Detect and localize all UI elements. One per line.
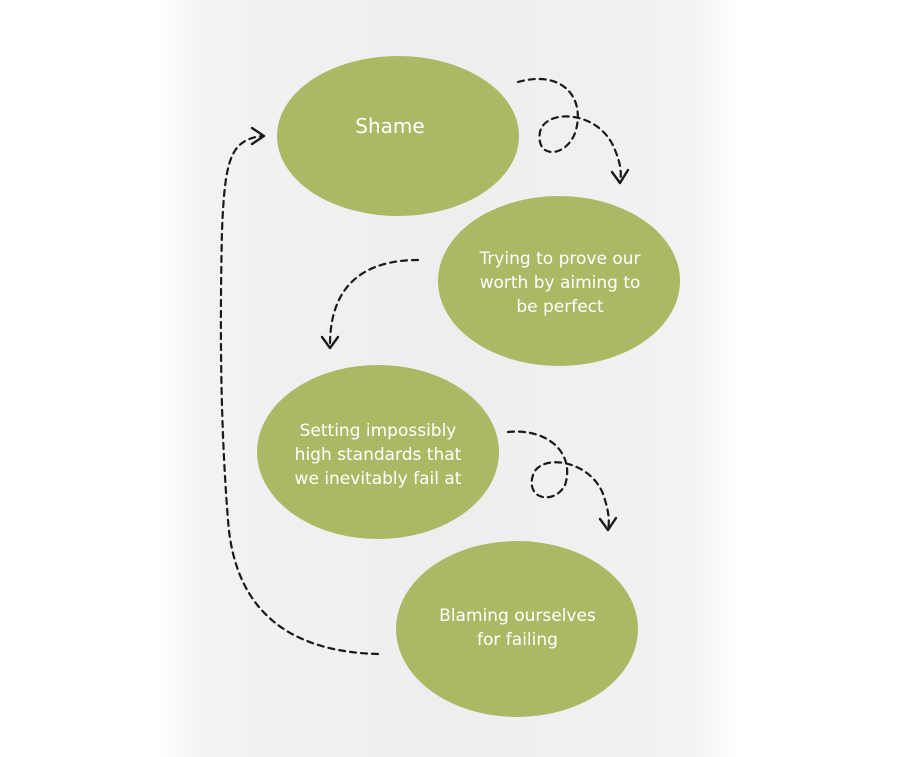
edge-blame-to-shame: [219, 134, 380, 656]
node-shame: [277, 56, 519, 216]
arrowhead-to-shame: [250, 126, 266, 146]
arrowhead-to-prove: [610, 168, 630, 185]
node-label-prove: Trying to prove our worth by aiming to b…: [479, 249, 641, 317]
node-label-shame: Shame: [355, 114, 425, 138]
arrowhead-to-blame: [598, 516, 618, 532]
node-prove: [438, 196, 680, 366]
node-blame: [396, 541, 638, 717]
edge-standards-to-blame: [506, 430, 610, 532]
edge-prove-to-standards: [328, 258, 420, 347]
node-standards: [257, 365, 499, 539]
node-label-standards: Setting impossibly high standards that w…: [294, 421, 462, 489]
arrowhead-to-standards: [320, 335, 340, 350]
edge-shame-to-prove: [516, 77, 622, 184]
node-label-blame: Blaming ourselves for failing: [439, 606, 596, 650]
